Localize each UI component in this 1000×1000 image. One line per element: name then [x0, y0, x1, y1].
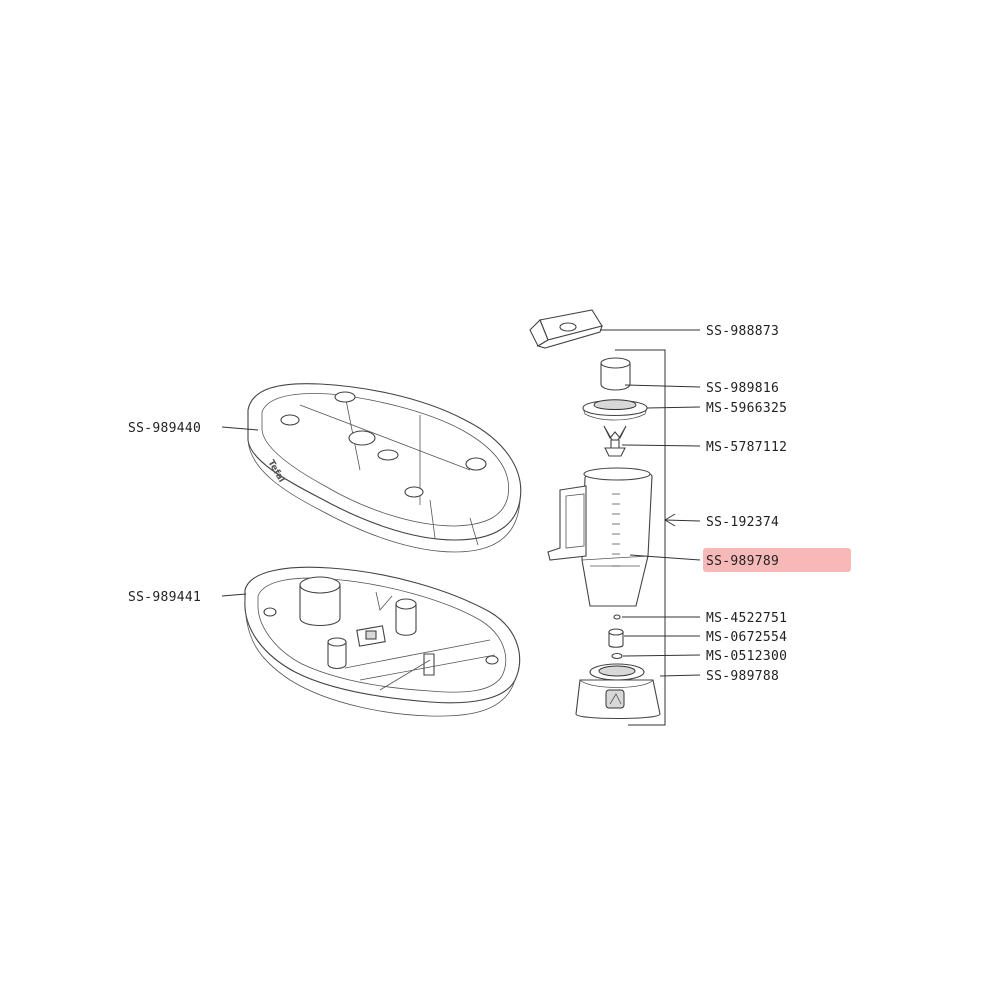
label-ss-192374[interactable]: SS-192374: [706, 515, 779, 530]
label-ss-989789[interactable]: SS-989789: [706, 554, 779, 569]
label-ss-989788[interactable]: SS-989788: [706, 669, 779, 684]
leader-lines: [221, 329, 701, 726]
label-ss-989441[interactable]: SS-989441: [128, 590, 201, 605]
label-ss-988873[interactable]: SS-988873: [706, 324, 779, 339]
part-drawing-measuring-cup[interactable]: [600, 357, 631, 391]
label-ss-989816[interactable]: SS-989816: [706, 381, 779, 396]
part-drawing-motor-base[interactable]: [575, 663, 661, 720]
part-labels: SS-989440 SS-989441 SS-988873 SS-989816 …: [128, 324, 787, 684]
label-ss-989440[interactable]: SS-989440: [128, 421, 201, 436]
label-ms-0512300[interactable]: MS-0512300: [706, 649, 787, 664]
part-drawing-lid[interactable]: [582, 399, 648, 421]
label-ms-5966325[interactable]: MS-5966325: [706, 401, 787, 416]
label-ms-5787112[interactable]: MS-5787112: [706, 440, 787, 455]
part-drawing-base-bottom[interactable]: [244, 566, 521, 717]
selected-part-highlight: [703, 548, 851, 572]
part-drawing-seal-small[interactable]: [613, 614, 621, 620]
label-ms-4522751[interactable]: MS-4522751: [706, 611, 787, 626]
part-drawing-ring-seal[interactable]: [611, 652, 623, 660]
part-drawing-lid-cap[interactable]: [529, 309, 603, 349]
part-drawing-jug[interactable]: [547, 467, 653, 607]
part-drawing-blade[interactable]: [603, 425, 627, 457]
part-drawing-base-top[interactable]: Tefal: [247, 383, 522, 553]
jug-measure-marks: [612, 493, 620, 567]
label-ms-0672554[interactable]: MS-0672554: [706, 630, 787, 645]
part-drawing-coupler[interactable]: [608, 628, 624, 648]
